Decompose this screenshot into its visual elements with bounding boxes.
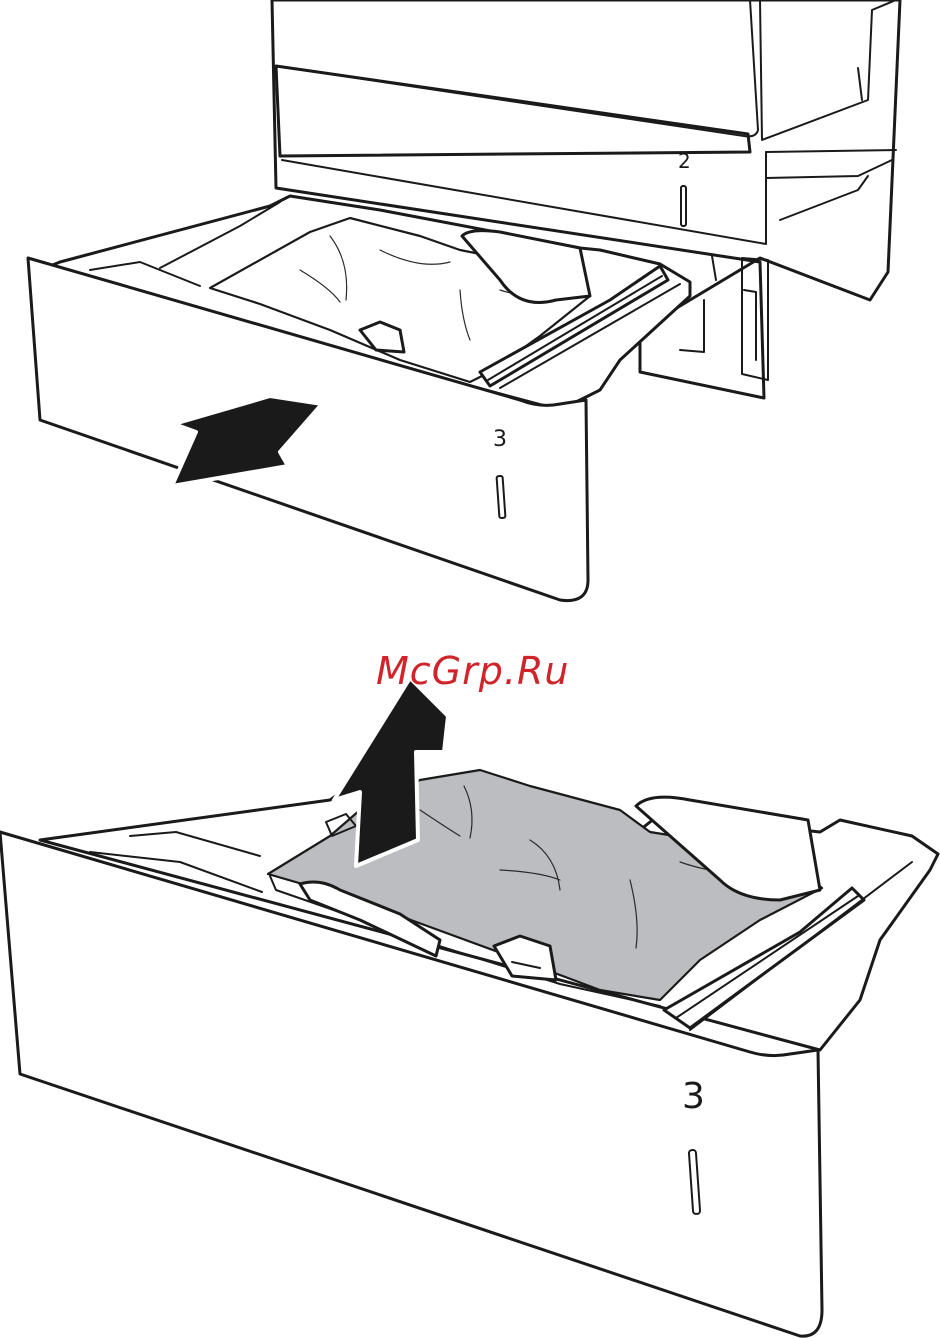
watermark-text: McGrp.Ru [376,649,569,693]
tray-3-number-step1: 3 [493,427,507,452]
step-1-illustration: 2 3 [28,0,900,601]
upper-tray-number: 2 [678,149,691,173]
tray-3-pulled [28,196,690,601]
tray-3-number-step2: 3 [682,1076,705,1117]
step-2-illustration: 3 [0,678,938,1336]
tray-3-open [0,770,938,1336]
